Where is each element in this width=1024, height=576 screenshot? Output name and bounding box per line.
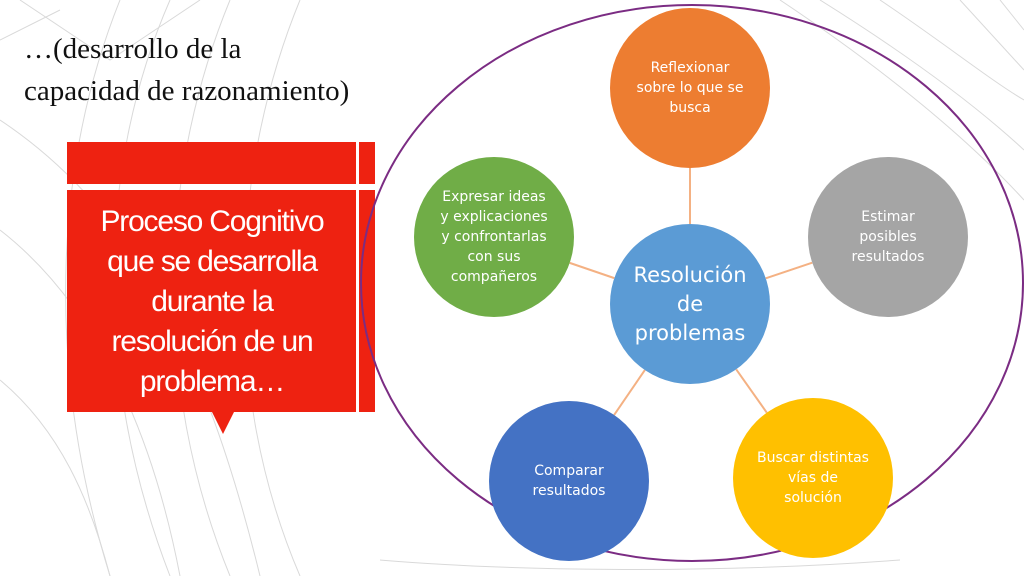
- connector-expresar: [569, 261, 615, 280]
- node-estimar-label: Estimar posibles resultados: [808, 157, 968, 317]
- node-buscar-circle: [733, 398, 893, 558]
- expresar-line-5: compañeros: [450, 269, 538, 285]
- connector-comparar: [613, 369, 646, 416]
- estimar-line-3: resultados: [851, 249, 925, 265]
- callout-box: Proceso Cognitivo que se desarrolla dura…: [67, 190, 375, 434]
- comparar-line-1: Comparar: [534, 463, 604, 479]
- node-comparar-circle: [489, 401, 649, 561]
- connector-estimar: [765, 261, 813, 280]
- diagram-circles: [414, 8, 968, 561]
- slide-title: …(desarrollo de la capacidad de razonami…: [24, 28, 349, 112]
- buscar-line-1: Buscar distintas: [757, 450, 869, 466]
- red-accent-band: [67, 142, 375, 184]
- comparar-line-2: resultados: [532, 483, 606, 499]
- callout-text: Proceso Cognitivo que se desarrolla dura…: [67, 202, 357, 402]
- title-line-2: capacidad de razonamiento): [24, 75, 350, 107]
- outer-ring: [360, 4, 1024, 562]
- center-label: Resolución de problemas: [611, 222, 769, 386]
- node-comparar-label: Comparar resultados: [489, 401, 649, 561]
- buscar-line-2: vías de: [788, 470, 838, 486]
- node-expresar-circle: [414, 157, 574, 317]
- callout-pointer: [212, 412, 234, 434]
- buscar-line-3: solución: [784, 490, 842, 506]
- expresar-line-4: con sus: [467, 249, 521, 265]
- callout-line-5: problema…: [139, 365, 285, 398]
- callout-line-2: que se desarrolla: [107, 245, 318, 278]
- node-buscar-label: Buscar distintas vías de solución: [733, 398, 893, 558]
- center-line-1: Resolución: [633, 262, 747, 287]
- connectors: [569, 168, 813, 416]
- callout-line-4: resolución de un: [111, 325, 314, 358]
- title-line-1: …(desarrollo de la: [24, 33, 242, 65]
- expresar-line-2: y explicaciones: [440, 209, 548, 225]
- callout-line-1: Proceso Cognitivo: [100, 205, 324, 238]
- center-line-3: problemas: [634, 320, 746, 345]
- node-expresar-label: Expresar ideas y explicaciones y confron…: [414, 157, 574, 317]
- reflexionar-line-2: sobre lo que se: [636, 80, 744, 96]
- connector-buscar: [735, 368, 768, 414]
- node-reflexionar-label: Reflexionar sobre lo que se busca: [610, 8, 770, 168]
- reflexionar-line-1: Reflexionar: [650, 60, 730, 76]
- node-estimar-circle: [808, 157, 968, 317]
- node-reflexionar-circle: [610, 8, 770, 168]
- center-line-2: de: [676, 291, 704, 316]
- callout-line-3: durante la: [151, 285, 274, 318]
- reflexionar-line-3: busca: [669, 100, 711, 116]
- center-node-circle: [610, 224, 770, 384]
- expresar-line-3: y confrontarlas: [441, 229, 547, 245]
- estimar-line-2: posibles: [859, 229, 917, 245]
- expresar-line-1: Expresar ideas: [442, 189, 546, 205]
- estimar-line-1: Estimar: [861, 209, 915, 225]
